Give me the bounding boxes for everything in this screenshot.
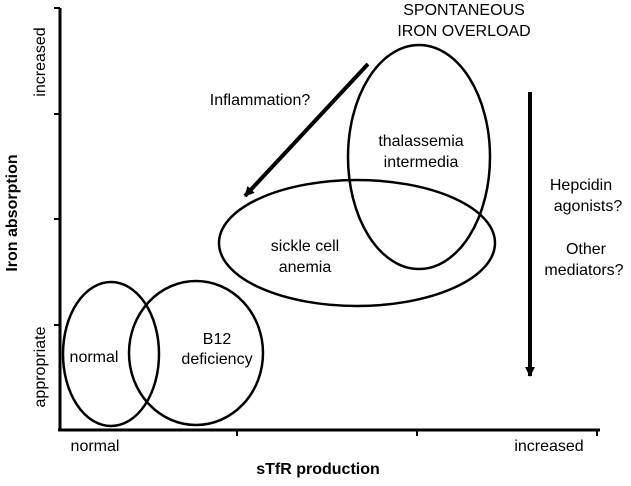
b12-label-line1: B12: [203, 331, 232, 348]
inflammation-arrow: [243, 62, 370, 198]
x-axis-title: sTfR production: [256, 461, 380, 478]
thalassemia-region: [346, 43, 492, 271]
hepcidin-label-line2: agonists?: [554, 198, 623, 215]
x-tick-label-high: increased: [514, 438, 583, 455]
y-axis-title: Iron absorption: [4, 154, 21, 271]
thal-label-line1: thalassemia: [378, 133, 463, 150]
sickle-label-line1: sickle cell: [271, 238, 339, 255]
b12-region: [127, 279, 265, 427]
spontaneous-overload-line1: SPONTANEOUS: [403, 2, 525, 19]
thal-label-line2: intermedia: [384, 154, 459, 171]
y-tick-label-low: appropriate: [32, 326, 49, 407]
sickle-label-line2: anemia: [279, 259, 332, 276]
normal-region: [61, 280, 161, 428]
mediators-label-line1: Other: [566, 241, 607, 258]
b12-label-line2: deficiency: [181, 351, 252, 368]
sickle-cell-region: [217, 178, 497, 308]
y-tick-label-high: increased: [32, 27, 49, 96]
inflammation-label: Inflammation?: [210, 92, 311, 109]
mediators-label-line2: mediators?: [544, 262, 623, 279]
x-tick-label-low: normal: [71, 438, 120, 455]
hepcidin-label-line1: Hepcidin: [550, 177, 612, 194]
normal-label: normal: [70, 349, 119, 366]
spontaneous-overload-line2: IRON OVERLOAD: [397, 23, 530, 40]
